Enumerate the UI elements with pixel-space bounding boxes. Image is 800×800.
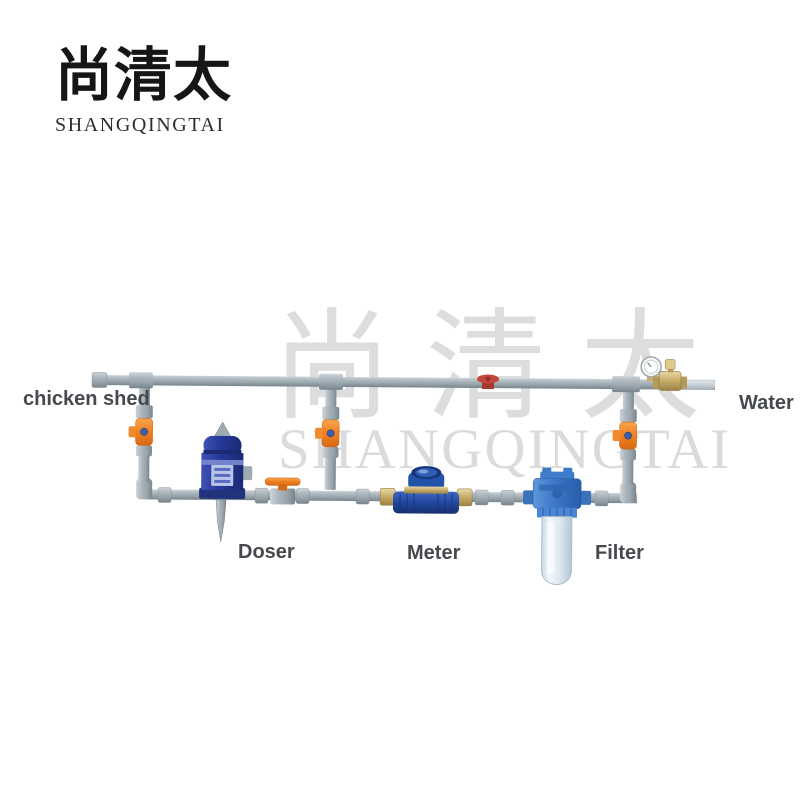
doser-suction-spike	[215, 499, 227, 542]
orange-ball-valve-left	[128, 405, 153, 457]
elbow-right	[620, 482, 637, 504]
tee-left	[128, 372, 154, 389]
label-filter: Filter	[595, 542, 644, 564]
elbow-left	[136, 478, 153, 500]
orange-ball-valve-middle	[315, 406, 340, 458]
main-supply-pipe	[93, 374, 716, 390]
brand-logo: 尚清太 SHANGQINGTAI	[55, 44, 285, 137]
tee-right	[611, 376, 641, 393]
water-filter	[523, 467, 592, 586]
brand-logo-english: SHANGQINGTAI	[55, 114, 225, 136]
gate-valve-orange-handle	[264, 477, 301, 505]
brass-reducing-valve	[652, 359, 688, 391]
label-meter: Meter	[407, 542, 461, 564]
label-doser: Doser	[238, 541, 295, 563]
orange-ball-valve-right	[612, 409, 637, 461]
water-meter	[379, 466, 473, 514]
pipe-couplings	[157, 487, 609, 507]
doser-pump	[199, 421, 253, 542]
filter-clear-housing	[541, 515, 573, 586]
label-chicken-shed: chicken shed	[23, 388, 150, 410]
main-pipe-light-end	[681, 380, 715, 390]
red-mini-valve	[477, 374, 500, 390]
tee-middle	[318, 373, 344, 390]
pipe-end-cap	[91, 372, 108, 388]
label-water: Water	[739, 392, 794, 414]
watermark-english: SHANGQINGTAI	[278, 418, 732, 481]
brand-logo-chinese: 尚清太	[55, 41, 233, 109]
